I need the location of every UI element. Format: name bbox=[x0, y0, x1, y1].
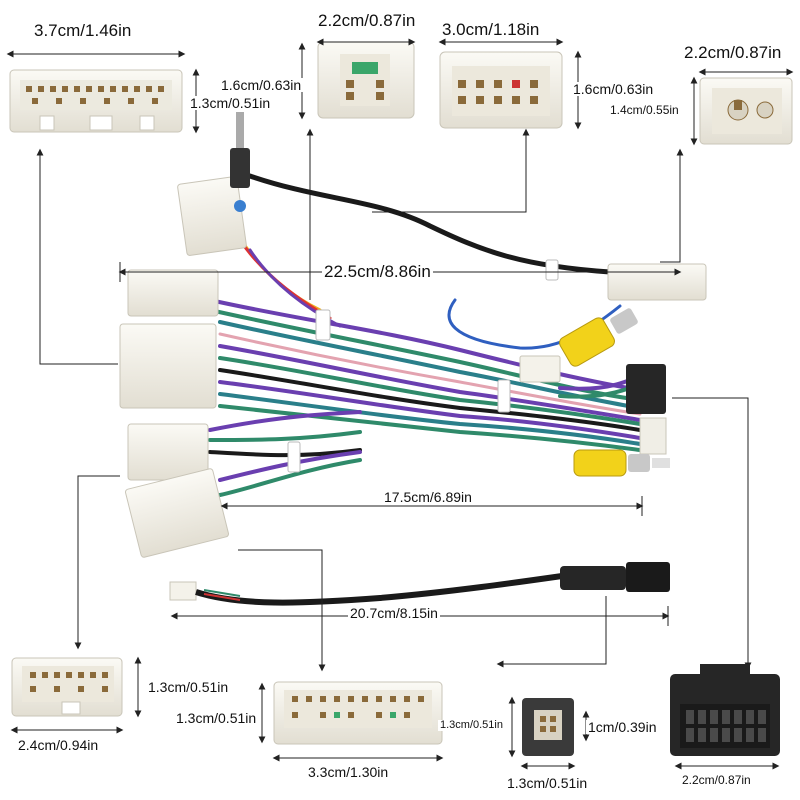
label-top-right-width: 2.2cm/0.87in bbox=[682, 43, 784, 62]
harness-connectors-left bbox=[119, 176, 247, 558]
label-harness-length-main: 22.5cm/8.86in bbox=[322, 262, 433, 281]
label-top-left-height: 1.3cm/0.51in bbox=[188, 95, 273, 111]
label-bottom-mid-height: 1.3cm/0.51in bbox=[174, 710, 259, 726]
label-top-right-height: 1.4cm/0.55in bbox=[608, 103, 681, 117]
label-bottom-right-width: 2.2cm/0.87in bbox=[680, 773, 753, 787]
label-bottom-small-height-right: 1cm/0.39in bbox=[586, 719, 659, 735]
usb-cable bbox=[169, 562, 670, 606]
antenna-plug bbox=[230, 112, 250, 212]
label-top-mid1-height: 1.6cm/0.63in bbox=[219, 77, 304, 93]
label-top-mid2-height: 1.6cm/0.63in bbox=[571, 81, 656, 97]
connector-bottom-mid bbox=[273, 681, 443, 745]
label-bottom-left-height: 1.3cm/0.51in bbox=[146, 679, 231, 695]
label-bottom-small-height: 1.3cm/0.51in bbox=[438, 719, 505, 731]
label-top-left-width: 3.7cm/1.46in bbox=[32, 21, 134, 40]
label-harness-length-secondary: 17.5cm/6.89in bbox=[382, 489, 474, 505]
label-bottom-small-width: 1.3cm/0.51in bbox=[505, 775, 590, 791]
harness-connectors-right bbox=[519, 263, 707, 477]
label-top-mid2-width: 3.0cm/1.18in bbox=[440, 20, 542, 39]
connector-top-mid-1 bbox=[317, 41, 415, 119]
label-top-mid1-width: 2.2cm/0.87in bbox=[316, 11, 418, 30]
connector-top-right bbox=[699, 77, 793, 145]
connector-bottom-small bbox=[522, 698, 574, 756]
harness-wires bbox=[208, 173, 642, 497]
label-usb-cable-length: 20.7cm/8.15in bbox=[348, 605, 440, 621]
connector-bottom-right bbox=[670, 664, 780, 756]
label-bottom-mid-width: 3.3cm/1.30in bbox=[306, 764, 391, 780]
connector-bottom-left bbox=[11, 657, 123, 717]
label-bottom-left-width: 2.4cm/0.94in bbox=[16, 737, 101, 753]
connector-top-left bbox=[9, 69, 183, 133]
connector-top-mid-2 bbox=[439, 51, 563, 129]
